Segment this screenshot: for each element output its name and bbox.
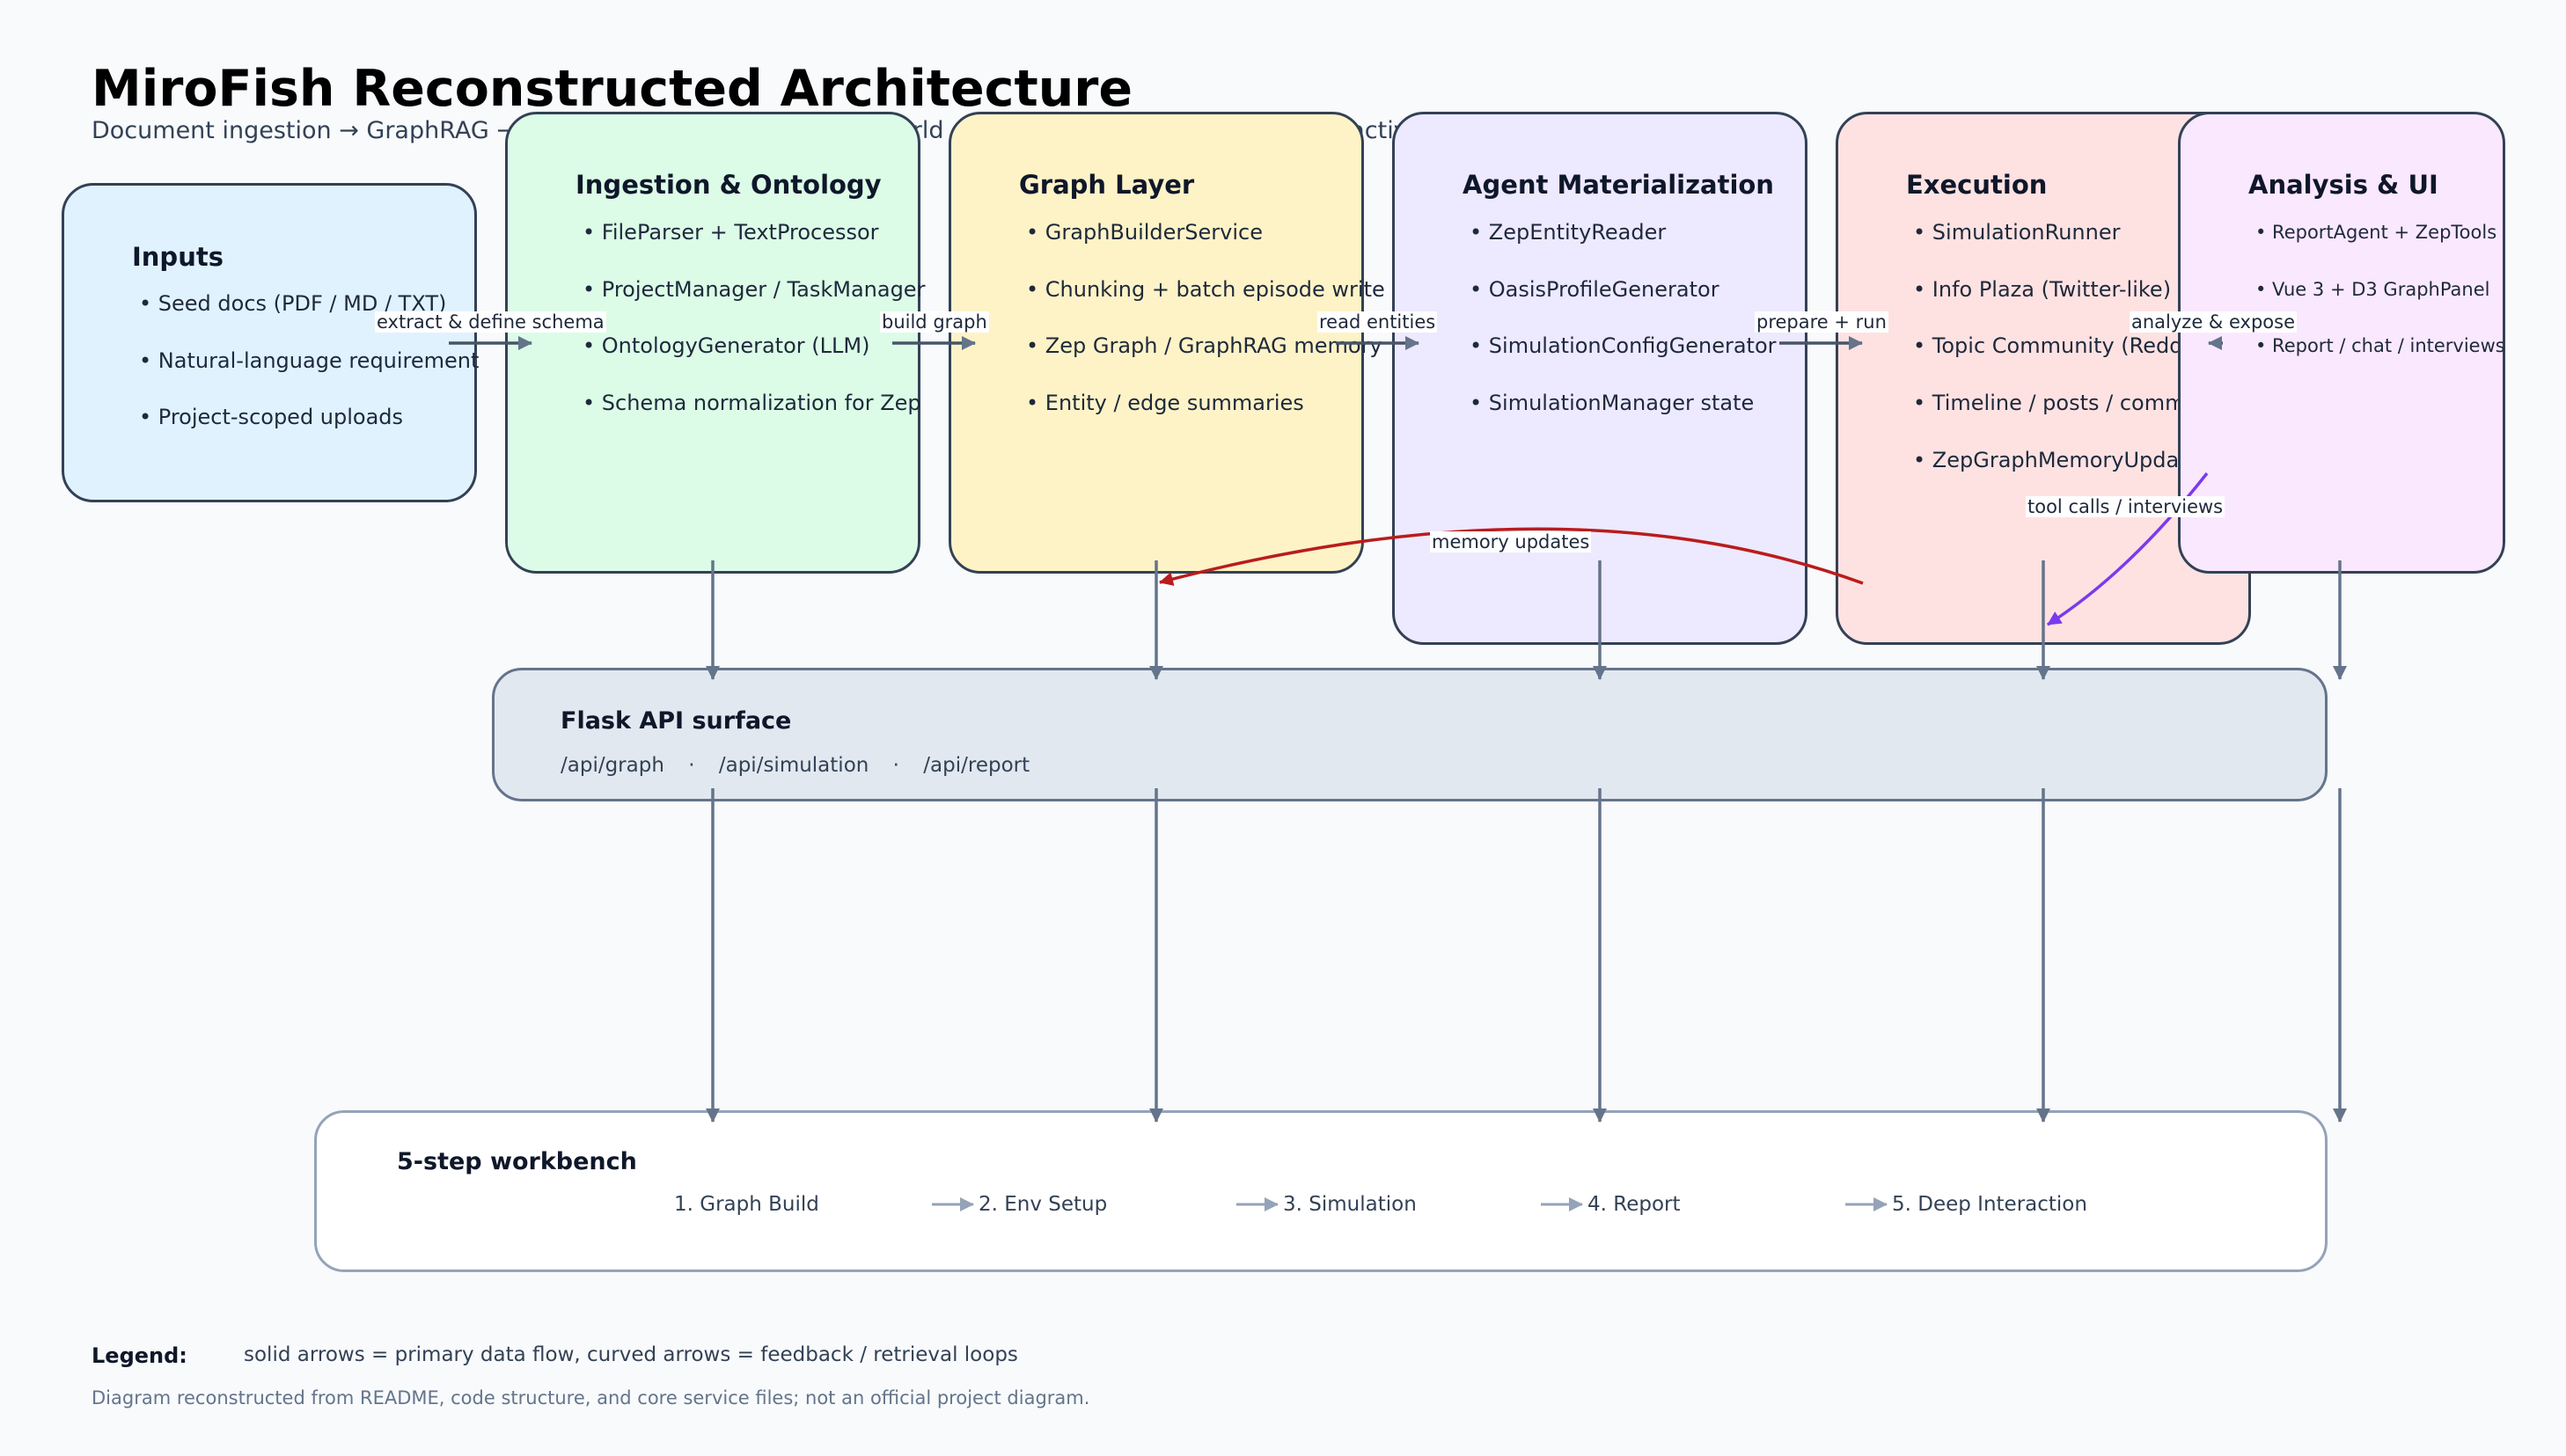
stage-item: • Report / chat / interviews [2255, 335, 2505, 356]
stage-item: • ZepGraphMemoryUpdater [1913, 448, 2210, 472]
stage-item: • FileParser + TextProcessor [583, 220, 879, 245]
workbench-step: 5. Deep Interaction [1892, 1193, 2087, 1216]
stage-item: • SimulationConfigGenerator [1470, 333, 1777, 358]
stage-title: Agent Materialization [1463, 170, 1774, 200]
edge-label-prepare-run: prepare + run [1755, 311, 1888, 333]
stage-title: Ingestion & Ontology [576, 170, 882, 200]
stage-item: • ZepEntityReader [1470, 220, 1667, 245]
stage-item: • Chunking + batch episode write [1026, 277, 1385, 302]
stage-agent-materialization: Agent Materialization • ZepEntityReader … [1392, 112, 1807, 645]
api-surface-box: Flask API surface /api/graph · /api/simu… [492, 668, 2328, 801]
workbench-step: 2. Env Setup [979, 1193, 1108, 1216]
api-endpoint: /api/report [923, 754, 1030, 777]
api-separator: · [688, 754, 695, 777]
stage-item: • SimulationRunner [1913, 220, 2121, 245]
stage-analysis-ui: Analysis & UI • ReportAgent + ZepTools •… [2178, 112, 2505, 574]
workbench-step: 3. Simulation [1283, 1193, 1417, 1216]
stage-title: Graph Layer [1019, 170, 1195, 200]
api-title: Flask API surface [561, 707, 792, 735]
stage-item: • GraphBuilderService [1026, 220, 1263, 245]
memory-update-arrow [1159, 527, 1864, 586]
stage-title: Execution [1906, 170, 2048, 200]
stage-ingestion: Ingestion & Ontology • FileParser + Text… [505, 112, 925, 574]
stage-item: • Schema normalization for Zep [583, 391, 921, 415]
workbench-step: 4. Report [1587, 1193, 1681, 1216]
stage-item: • Project-scoped uploads [139, 405, 404, 429]
stage-item: • OasisProfileGenerator [1470, 277, 1719, 302]
stage-graph-layer: Graph Layer • GraphBuilderService • Chun… [949, 112, 1385, 574]
footnote: Diagram reconstructed from README, code … [92, 1387, 1090, 1408]
api-endpoint: /api/simulation [718, 754, 869, 777]
stage-item: • OntologyGenerator (LLM) [583, 333, 870, 358]
legend-label: Legend: [92, 1343, 187, 1368]
edge-label-extract: extract & define schema [375, 311, 606, 333]
stage-item: • Vue 3 + D3 GraphPanel [2255, 279, 2490, 300]
edge-label-read-entities: read entities [1317, 311, 1438, 333]
stage-item: • Natural-language requirement [139, 348, 480, 373]
legend-text: solid arrows = primary data flow, curved… [244, 1343, 1018, 1366]
workbench-box: 5-step workbench [314, 1110, 2328, 1272]
stage-inputs: Inputs • Seed docs (PDF / MD / TXT) • Na… [62, 183, 480, 502]
edge-label-tool-calls: tool calls / interviews [2026, 496, 2225, 517]
stage-item: • SimulationManager state [1470, 391, 1755, 415]
stage-item: • Info Plaza (Twitter-like) [1913, 277, 2172, 302]
api-endpoints: /api/graph · /api/simulation · /api/repo… [561, 754, 1030, 777]
api-separator: · [892, 754, 899, 777]
edge-label-analyze-expose: analyze & expose [2130, 311, 2297, 333]
stage-title: Analysis & UI [2248, 170, 2438, 200]
page-title: MiroFish Reconstructed Architecture [92, 60, 1133, 118]
stage-title: Inputs [132, 242, 224, 272]
stage-item: • Zep Graph / GraphRAG memory [1026, 333, 1382, 358]
stage-item: • ReportAgent + ZepTools [2255, 222, 2497, 243]
stage-item: • ProjectManager / TaskManager [583, 277, 926, 302]
workbench-step: 1. Graph Build [674, 1193, 819, 1216]
workbench-title: 5-step workbench [397, 1148, 637, 1175]
api-endpoint: /api/graph [561, 754, 664, 777]
edge-label-memory-updates: memory updates [1430, 531, 1592, 552]
stage-item: • Entity / edge summaries [1026, 391, 1304, 415]
edge-label-build-graph: build graph [880, 311, 989, 333]
